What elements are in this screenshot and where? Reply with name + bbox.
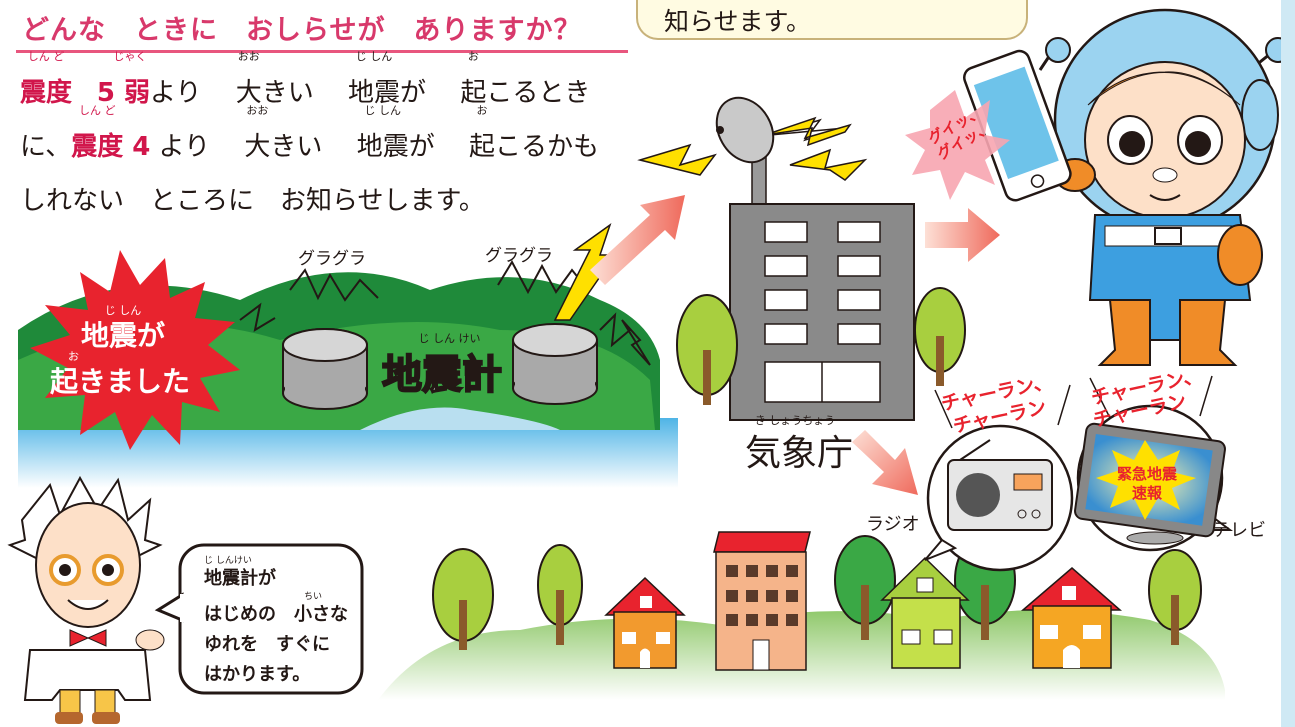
phone-shake-burst bbox=[905, 90, 1010, 200]
word-oo: おお大 bbox=[235, 50, 262, 109]
house-red bbox=[604, 576, 686, 669]
smartphone bbox=[963, 49, 1072, 202]
house-apartment bbox=[713, 531, 811, 671]
section-heading: どんな ときに おしらせが ありますか？ bbox=[22, 15, 582, 46]
word-oo: おお大 bbox=[244, 104, 271, 163]
word-o: お起 bbox=[460, 50, 487, 109]
doctor-bubble-line-1: 地震計が bbox=[204, 568, 276, 589]
quake-badge-line-1: 地震が bbox=[80, 319, 165, 352]
tv-screen-line-1: 緊急地震 bbox=[1116, 465, 1177, 483]
shake-lines-right bbox=[497, 259, 589, 295]
word-o: お起 bbox=[469, 104, 496, 163]
tv-flash-star bbox=[1096, 440, 1196, 520]
shake-sound-left: グラグラ bbox=[298, 249, 366, 269]
arrow-to-agency bbox=[590, 195, 685, 285]
word-jishin: じ しん地震 bbox=[348, 50, 401, 109]
tv-screen-line-2: 速報 bbox=[1131, 484, 1162, 502]
tv-bubble bbox=[1074, 404, 1233, 552]
shake-sound-right: グラグラ bbox=[485, 246, 553, 266]
shake-lines-left bbox=[289, 268, 379, 302]
quake-badge-line-2: 起きました bbox=[50, 365, 191, 398]
explanation-line-3: しれない ところに お知らせします。 bbox=[20, 186, 485, 216]
tree bbox=[1148, 549, 1202, 645]
quake-badge-ruby-2: お bbox=[68, 350, 79, 363]
tree bbox=[537, 544, 583, 645]
quake-badge-ruby-1: じ しん bbox=[104, 304, 142, 317]
word-shindo-4: しん ど震度 4 bbox=[71, 104, 151, 163]
doctor-bubble-line-3: ゆれを すぐに bbox=[204, 634, 330, 655]
word-shindo: しん ど震度 bbox=[20, 50, 73, 109]
word-jishin: じ しん地震 bbox=[356, 104, 409, 163]
tree bbox=[834, 535, 896, 640]
seismometer-right bbox=[512, 323, 598, 405]
top-speech-bubble bbox=[636, 0, 1028, 40]
tv-label: テレビ bbox=[1212, 520, 1266, 541]
tree bbox=[676, 294, 738, 405]
signal-bolt bbox=[553, 223, 617, 321]
doctor-character bbox=[7, 475, 165, 724]
explanation-line-2: に、しん ど震度 4 より おお大きい じ しん地震が お起こるかも bbox=[20, 104, 620, 174]
house-green bbox=[880, 556, 970, 669]
doctor-bubble-ruby-1: じ しんけい bbox=[204, 556, 252, 566]
heading-underline bbox=[16, 50, 628, 53]
agency-ruby: き しょうちょう bbox=[754, 414, 836, 427]
seismometer-left bbox=[282, 328, 368, 410]
radio-bubble bbox=[924, 424, 1074, 572]
doctor-bubble-line-4: はかります。 bbox=[204, 664, 311, 685]
arrow-to-radio bbox=[852, 430, 918, 495]
sidebar-strip bbox=[1281, 0, 1295, 727]
satellite-dish bbox=[715, 96, 775, 205]
radio-label: ラジオ bbox=[866, 514, 920, 535]
seismometer-label: 地震計 bbox=[381, 351, 503, 399]
arrow-to-phone bbox=[925, 208, 1000, 262]
top-bubble-text: 知らせます。 bbox=[664, 7, 812, 36]
tree bbox=[914, 287, 966, 386]
tree bbox=[432, 548, 494, 650]
agency-label: 気象庁 bbox=[745, 433, 854, 474]
seismometer-ruby: じ しん けい bbox=[418, 332, 481, 345]
agency-building bbox=[729, 203, 915, 421]
house-orange bbox=[1020, 567, 1122, 669]
doctor-bubble-ruby-2: ちい bbox=[304, 592, 323, 602]
doctor-speech-bubble bbox=[154, 543, 364, 695]
robot-character bbox=[1038, 8, 1291, 366]
doctor-bubble-line-2: はじめの 小さな bbox=[204, 604, 348, 625]
quake-badge bbox=[30, 250, 240, 450]
